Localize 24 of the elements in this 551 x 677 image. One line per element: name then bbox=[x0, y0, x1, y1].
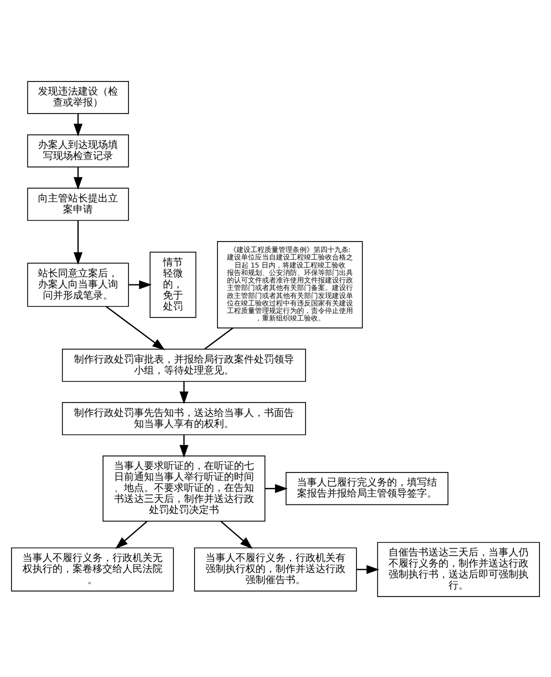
arrow bbox=[220, 520, 253, 548]
arrow bbox=[74, 220, 83, 264]
node-box: 当事人要求听证的，在听证的七日前通知当事人举行听证的时间、地点。不要求听证的，在告知书送达三天后，制作并送达行政处罚处罚决定书 bbox=[102, 455, 266, 522]
arrow bbox=[265, 484, 288, 493]
arrow bbox=[180, 434, 188, 458]
node-box: 当事人已履行完义务的，填写结案报告并报给局主管领导签字。 bbox=[286, 472, 448, 505]
node-box: 发现违法建设（检查或举报） bbox=[27, 80, 129, 114]
node-box: 向主管站长提出立案申请 bbox=[27, 187, 129, 220]
arrow bbox=[356, 564, 380, 574]
node-box: 当事人不履行义务，行政机关有强制执行权的，制作并送达行政强制催告书。 bbox=[194, 546, 357, 592]
arrow bbox=[74, 113, 83, 136]
node-box: 当事人不履行义务，行政机关无权执行的，案卷移交给人民法院。 bbox=[11, 546, 174, 592]
node-box: 办案人到达现场填写现场检查记录 bbox=[27, 134, 129, 167]
node-box: 自催告书送达三天后，当事人仍不履行义务的，制作并送达行政强制执行书，送达后即可强制执行。 bbox=[377, 541, 540, 597]
node-box: 制作行政处罚审批表，并报给局行政案件处罚领导小组，等待处理意见。 bbox=[62, 348, 306, 382]
arrow bbox=[106, 306, 166, 350]
connector bbox=[204, 327, 234, 349]
node-box: 情节轻微的，免于处罚 bbox=[150, 251, 196, 318]
arrow bbox=[128, 280, 152, 289]
arrow bbox=[180, 381, 188, 404]
node-box: 站长同意立案后，办案人向当事人询问并形成笔录。 bbox=[27, 262, 129, 306]
arrow bbox=[74, 166, 83, 190]
node-box: 制作行政处罚事先告知书，送达给当事人，书面告知当事人享有的权利。 bbox=[62, 402, 306, 435]
arrow bbox=[115, 520, 148, 548]
